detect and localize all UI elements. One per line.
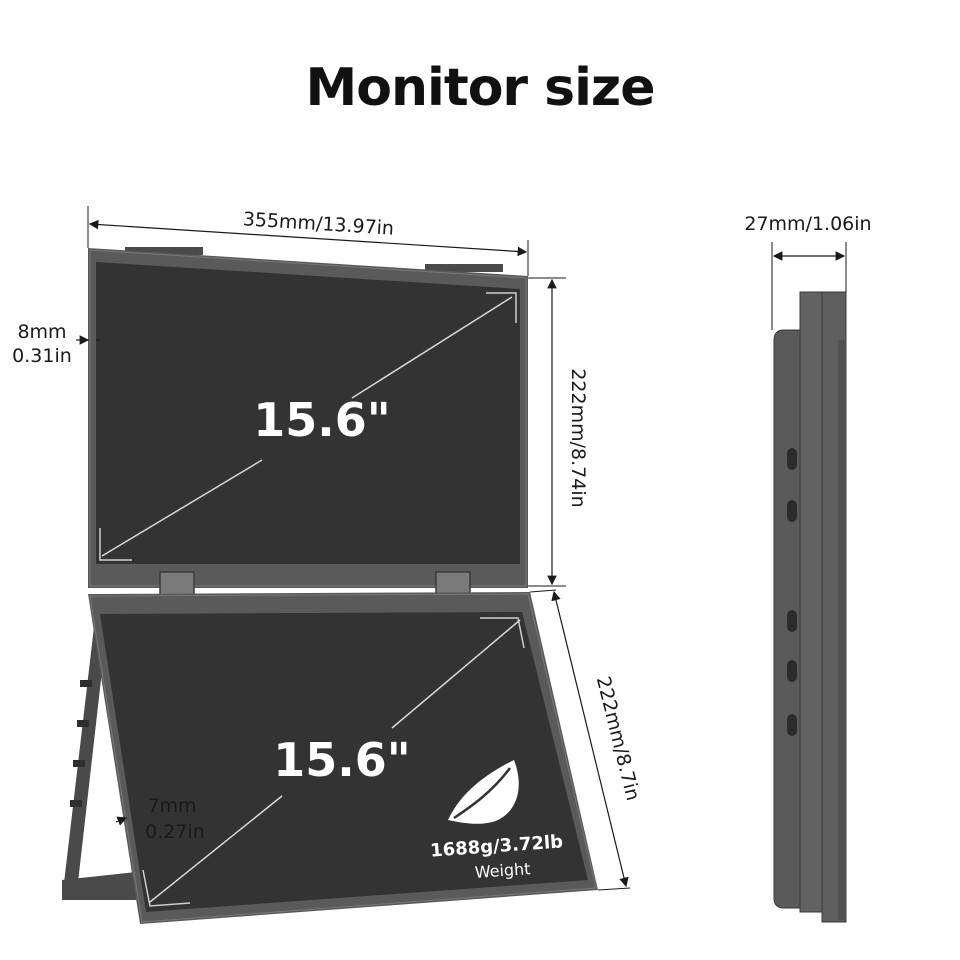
bottom-monitor: 15.6" 1688g/3.72lb Weight	[62, 592, 598, 924]
height-top-dimension: 222mm/8.74in	[528, 277, 589, 587]
bezel-top-dimension: 8mm 0.31in	[12, 321, 100, 367]
weight-label: Weight	[474, 859, 531, 882]
port	[787, 610, 797, 632]
top-diagonal-label: 15.6"	[253, 393, 390, 447]
bezel-bottom-in: 0.27in	[145, 821, 205, 843]
bezel-bottom-mm: 7mm	[147, 795, 196, 817]
bezel-top-mm: 8mm	[17, 321, 66, 343]
side-view	[773, 291, 847, 923]
bezel-top-in: 0.31in	[12, 345, 72, 367]
page-title: Monitor size	[305, 58, 656, 118]
top-monitor-screen	[96, 262, 520, 564]
port	[787, 448, 797, 470]
port	[787, 500, 797, 522]
bezel-bottom-dimension: 7mm 0.27in	[115, 795, 205, 843]
bottom-diagonal-label: 15.6"	[273, 733, 410, 787]
bottom-monitor-screen	[100, 612, 588, 912]
height-top-label: 222mm/8.74in	[567, 368, 589, 507]
depth-dimension: 27mm/1.06in	[744, 213, 872, 330]
top-monitor: 15.6"	[88, 247, 528, 603]
port	[787, 660, 797, 682]
port	[787, 714, 797, 736]
depth-label: 27mm/1.06in	[744, 213, 871, 235]
kickstand	[62, 610, 108, 900]
height-bottom-label: 222mm/8.7in	[592, 674, 644, 803]
leaf-icon	[448, 760, 519, 824]
